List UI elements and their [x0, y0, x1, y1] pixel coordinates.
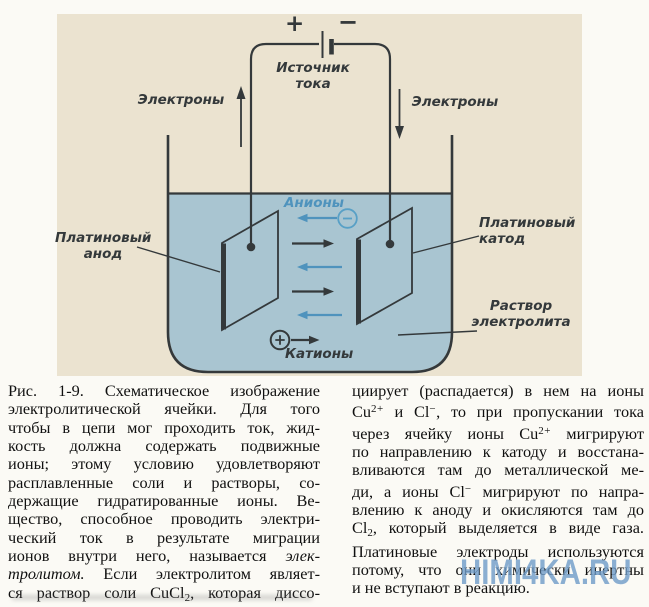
cathode-electrode [356, 206, 413, 326]
anode-leader-line [136, 246, 221, 273]
anion-arrow-2 [297, 262, 342, 272]
cation-arrow-2 [292, 287, 334, 296]
caption-line: и не вступают в реакцию. [352, 578, 530, 598]
electron-arrow-down-icon [395, 89, 404, 139]
current-source-label: Источник тока [276, 60, 350, 92]
cathode-leader-line [412, 235, 480, 254]
caption-line: ионы; этому условию удовлетворяют [8, 454, 320, 474]
cation-arrow-1 [292, 239, 334, 248]
wire-right [334, 42, 392, 244]
caption-line: циирует (распадается) в нем на ионы [352, 381, 644, 400]
caption-line: ионов внутри него, называется элек- [8, 546, 320, 566]
caption-line: по направлению к катоду и восстана- [352, 442, 644, 462]
platinum-cathode-label: Платиновый катод [479, 215, 576, 247]
cation-arrow-3 [291, 335, 320, 345]
anode-electrode [221, 209, 279, 332]
cathode-wire-joint [385, 239, 395, 249]
caption-line: электролитической ячейки. Для того [8, 399, 320, 419]
caption-line: ди, а ионы Cl− мигрируют по напра- [352, 481, 644, 501]
battery-plus-sign: + [285, 11, 305, 37]
electron-arrow-up-icon [236, 86, 246, 147]
caption-line: тролитом. Если электролитом являет- [8, 564, 320, 584]
caption-line: Платиновые электроды используются [352, 541, 644, 561]
caption-line: Рис. 1-9. Схематическое изображение [8, 381, 320, 400]
electrons-label-right: Электроны [411, 94, 499, 110]
solution-leader-line [397, 330, 478, 336]
caption-line: расплавленные соли и растворы, со- [8, 472, 320, 492]
caption-line: щество, способное проводить электри- [8, 509, 320, 529]
electrons-label-left: Электроны [137, 92, 225, 108]
electrolyte-solution-label: Раствор электролита [471, 298, 571, 330]
caption-line: ся раствор соли CuCl2, которая диссо- [8, 582, 320, 604]
caption-line: держащие гидратированные ионы. Ве- [8, 491, 320, 511]
platinum-anode-label: Платиновый анод [55, 230, 152, 262]
caption-line: влению к аноду и окисляются там до [352, 500, 644, 520]
watermark: HIMI4KA.RU [460, 553, 632, 592]
wire-left [249, 42, 319, 247]
caption-line: через ячейку ионы Cu2+ мигрируют [352, 423, 644, 443]
caption-line: чтобы в цепи мог проходить ток, жид- [8, 417, 320, 437]
caption-line: Cu2+ и Cl−, то при пропускании тока [352, 402, 644, 422]
anion-charge-icon [337, 208, 358, 229]
caption-line: Cl2, который выделяется в виде газа. [352, 518, 644, 540]
battery-icon [321, 31, 334, 58]
cation-charge-icon [269, 329, 291, 351]
beaker-outline [166, 135, 454, 374]
anion-arrow-1 [297, 213, 337, 223]
anode-wire-joint [246, 242, 256, 252]
caption-line: потому, что они химически инертны [352, 560, 644, 580]
anion-arrow-3 [297, 310, 342, 320]
caption-line: ческий ток в результате миграции [8, 527, 320, 547]
caption-line: вливаются там до металлической ме- [352, 460, 644, 480]
scan-artifact [12, 595, 312, 600]
electrolyte-water [169, 194, 451, 371]
cations-label: Катионы [285, 346, 354, 362]
anions-label: Анионы [283, 195, 345, 211]
battery-minus-sign: − [338, 8, 359, 36]
caption-line: кость должна содержать подвижные [8, 436, 320, 456]
